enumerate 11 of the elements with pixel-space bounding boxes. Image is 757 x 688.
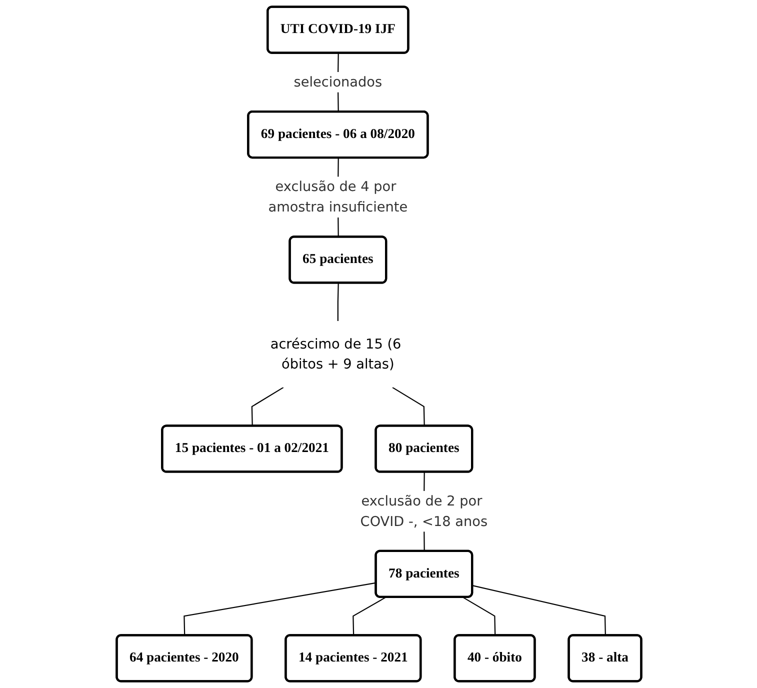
connector [462, 596, 496, 636]
edge-label: exclusão de 2 por COVID -, <18 anos [360, 492, 488, 530]
edge-label: selecionados [293, 74, 382, 90]
connector [472, 585, 606, 636]
node-text: acréscimo de 15 (6 óbitos + 9 altas) [270, 335, 401, 372]
connector [392, 386, 424, 426]
connector [183, 582, 376, 636]
edge-label: exclusão de 4 por amostra insuficiente [268, 178, 408, 215]
connector [352, 596, 386, 636]
connector [250, 386, 284, 426]
connector [336, 283, 338, 321]
